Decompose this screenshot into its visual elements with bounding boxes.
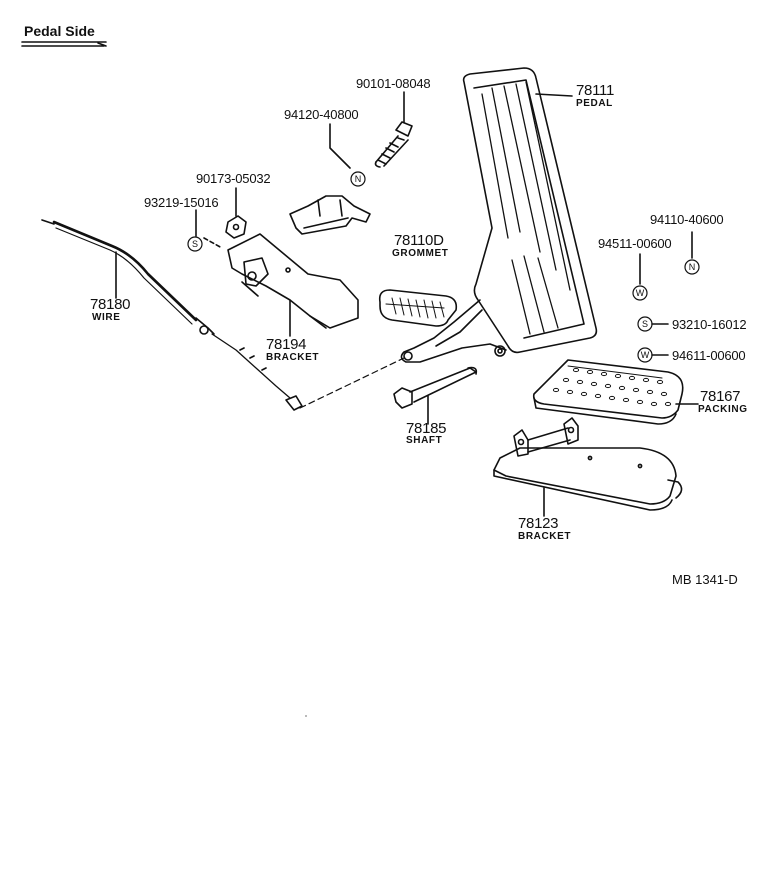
pedal-part [401, 68, 596, 362]
washer-symbol-right-text: W [636, 288, 645, 298]
clip-bracket-part [290, 196, 370, 234]
part-number-78180: 78180 [90, 296, 131, 313]
shaft-part [394, 368, 476, 408]
part-name-pedal: PEDAL [576, 98, 613, 109]
nut-symbol-right-text: N [689, 262, 696, 272]
part-number-93219-15016: 93219-15016 [144, 195, 219, 210]
part-number-78111: 78111 [576, 82, 614, 99]
part-number-94120-40800: 94120-40800 [284, 107, 359, 122]
part-name-grommet: GROMMET [392, 248, 449, 259]
part-number-78185: 78185 [406, 420, 447, 437]
title-underline [22, 42, 106, 46]
nut-symbol-upper-text: N [355, 174, 362, 184]
grommet-part [380, 290, 457, 326]
clip-nut-part [226, 216, 246, 238]
packing-holes [553, 368, 670, 405]
part-name-shaft: SHAFT [406, 435, 443, 446]
part-number-90101-08048: 90101-08048 [356, 76, 431, 91]
part-number-78194: 78194 [266, 336, 307, 353]
packing-part [534, 360, 683, 424]
part-number-78167: 78167 [700, 388, 741, 405]
part-number-93210-16012: 93210-16012 [672, 317, 747, 332]
nut-symbol-right: N [685, 260, 699, 274]
washer-symbol-bottom-text: W [641, 350, 650, 360]
part-number-94511-00600: 94511-00600 [598, 236, 672, 251]
pedal-leader [536, 94, 572, 96]
spring-washer-symbol-right: S [638, 317, 652, 331]
spring-washer-symbol-right-text: S [642, 319, 648, 329]
nut-symbol-upper: N [351, 172, 365, 186]
wire-part [42, 220, 302, 410]
spring-washer-dash [204, 238, 222, 248]
part-number-78123: 78123 [518, 515, 559, 532]
part-name-packing: PACKING [698, 404, 748, 415]
bracket-78194-part [228, 234, 358, 328]
washer-symbol-right: W [633, 286, 647, 300]
bracket-78123-part [494, 418, 682, 510]
part-name-bracket-78194: BRACKET [266, 352, 320, 363]
nut-leader [330, 124, 350, 168]
spring-washer-symbol-left: S [188, 237, 202, 251]
part-name-wire: WIRE [92, 312, 121, 323]
part-number-94110-40600: 94110-40600 [650, 212, 724, 227]
part-number-78110D: 78110D [394, 232, 444, 249]
stray-dot [305, 715, 307, 717]
part-number-90173-05032: 90173-05032 [196, 171, 271, 186]
spring-washer-symbol-left-text: S [192, 239, 198, 249]
wire-connection-dash [300, 358, 404, 408]
page-title: Pedal Side [24, 23, 95, 39]
bolt-part [376, 122, 413, 167]
part-number-94611-00600: 94611-00600 [672, 348, 746, 363]
diagram-reference: MB 1341-D [672, 572, 738, 587]
washer-symbol-bottom: W [638, 348, 652, 362]
part-name-bracket-78123: BRACKET [518, 531, 572, 542]
